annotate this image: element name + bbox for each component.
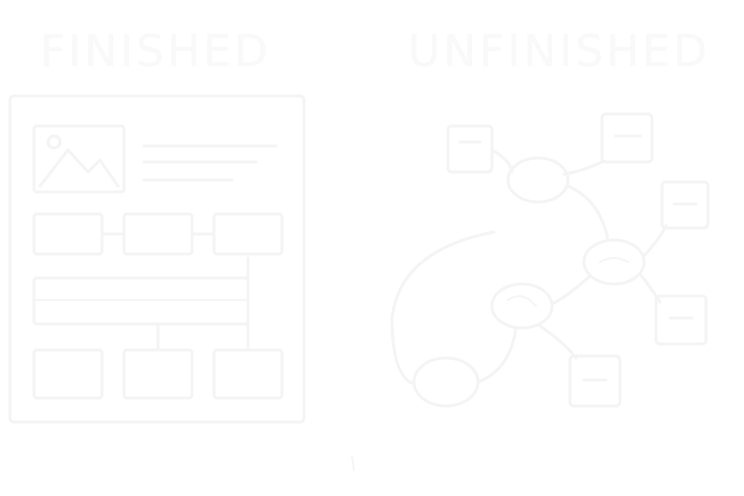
link-node1-node2 [566, 184, 610, 242]
image-block [32, 124, 126, 194]
link-node2-node3 [550, 274, 592, 306]
unfinished-mindmap [351, 112, 710, 471]
link-box2-node1 [562, 160, 604, 176]
mindmap-node-1 [506, 156, 570, 204]
grid-box-5 [122, 348, 194, 400]
mindmap-node-2-scribble [599, 257, 629, 263]
link-node2-box4 [638, 272, 662, 304]
mindmap-node-3-scribble [507, 295, 537, 307]
grid-box-6 [212, 348, 284, 400]
mindmap-box-3 [660, 180, 710, 230]
unfinished-title: UNFINISHED [408, 26, 710, 77]
stray-mark [351, 455, 355, 471]
mindmap-box-1 [446, 124, 494, 174]
link-node2-box3 [642, 224, 668, 258]
image-placeholder-icon [38, 148, 120, 188]
grid-box-4 [32, 348, 104, 400]
grid-box-2 [122, 212, 194, 256]
grid-box-1 [32, 212, 104, 256]
grid-box-3 [212, 212, 284, 256]
finished-wireframe [8, 94, 306, 424]
finished-title: FINISHED [40, 26, 271, 77]
link-box1-node1 [490, 148, 514, 174]
image-sun-icon [46, 134, 62, 150]
page-frame [8, 94, 306, 424]
loop-curve [390, 230, 496, 386]
mindmap-box-2 [600, 112, 654, 164]
mindmap-box-5 [568, 354, 622, 408]
mindmap-node-4 [412, 356, 480, 408]
mindmap-box-4 [654, 294, 708, 346]
link-node3-node4 [476, 326, 518, 384]
link-node3-box5 [538, 324, 578, 360]
mindmap-node-2 [582, 238, 646, 286]
mindmap-node-3 [490, 282, 554, 330]
